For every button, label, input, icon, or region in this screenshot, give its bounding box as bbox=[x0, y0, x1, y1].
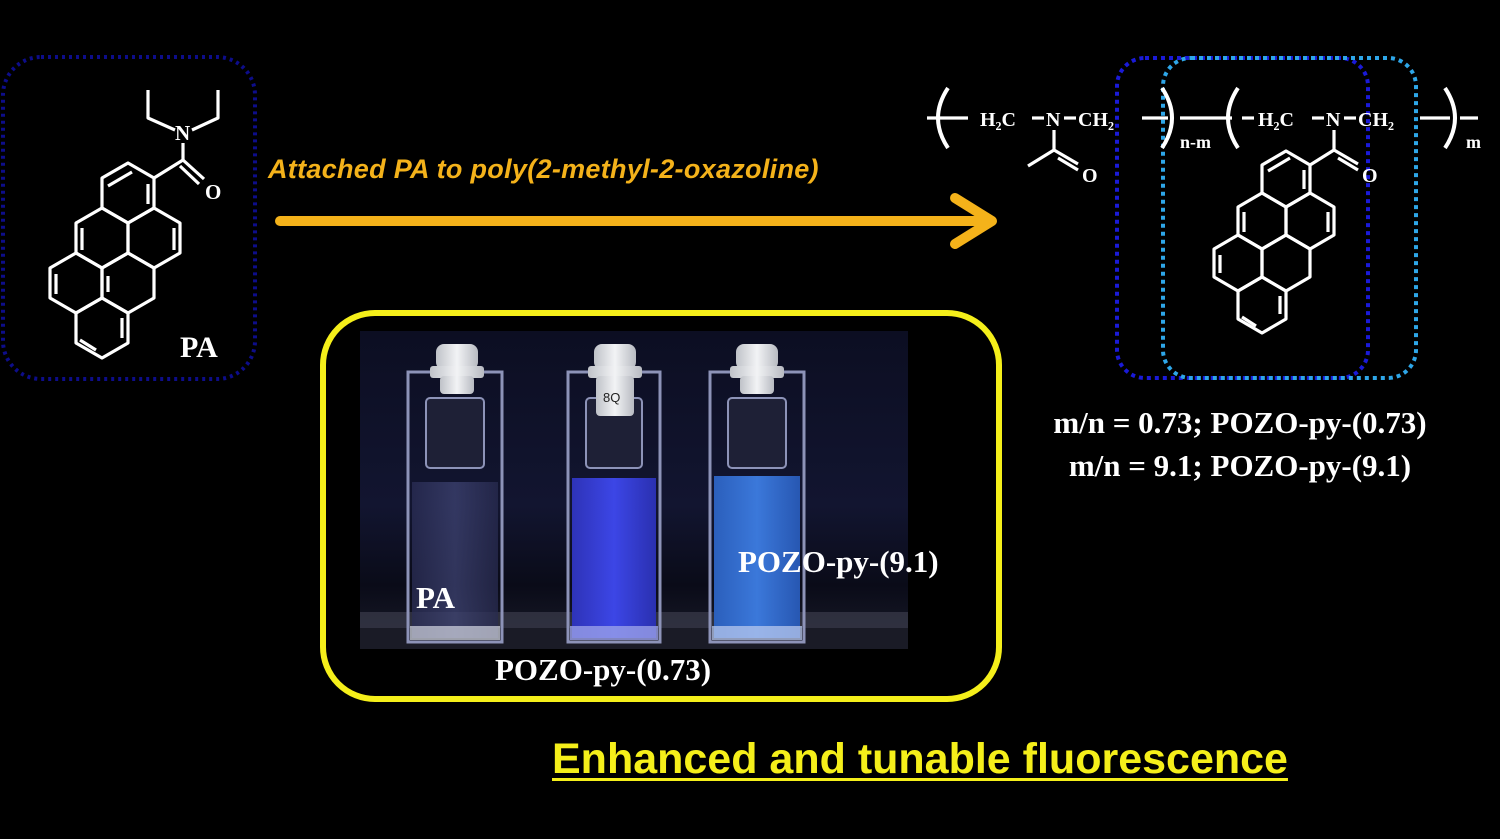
photo-label-pozo-91: POZO-py-(9.1) bbox=[738, 544, 939, 579]
unit1-ch2-left: H₂C bbox=[980, 109, 1016, 131]
polymer-structure bbox=[927, 86, 1478, 335]
photo-label-pa: PA bbox=[416, 580, 456, 615]
polymer-unit-1-labels: H₂C N CH₂ O n-m bbox=[980, 109, 1211, 187]
unit1-n-atom: N bbox=[1046, 109, 1061, 131]
cuvette-photo: 8Q bbox=[360, 331, 908, 649]
polymer-box-inner bbox=[1161, 56, 1418, 380]
cuvette-pa bbox=[406, 344, 504, 644]
ratio-line-1: m/n = 0.73; POZO-py-(0.73) bbox=[1053, 405, 1427, 440]
photo-frame bbox=[320, 310, 1002, 702]
polymer-boxes bbox=[1115, 56, 1418, 380]
unit1-ch2-right: CH₂ bbox=[1078, 109, 1114, 131]
unit2-ch2-left: H₂C bbox=[1258, 109, 1294, 131]
footer-title: Enhanced and tunable fluorescence bbox=[552, 735, 1288, 783]
cuvette-pozo-91 bbox=[708, 344, 806, 644]
unit2-ch2-right: CH₂ bbox=[1358, 109, 1394, 131]
polymer-unit-2-labels: H₂C N CH₂ O m bbox=[1258, 109, 1481, 187]
reaction-arrow-label: Attached PA to poly(2-methyl-2-oxazoline… bbox=[268, 154, 819, 184]
pa-highlight-box bbox=[1, 55, 257, 381]
pa-o-atom: O bbox=[205, 180, 221, 204]
unit2-o-atom: O bbox=[1362, 165, 1378, 187]
pa-structure bbox=[48, 90, 220, 360]
cuvette-pozo-073: 8Q bbox=[566, 344, 662, 644]
reaction-arrow bbox=[275, 193, 997, 249]
cuvette-cap-label: 8Q bbox=[603, 390, 620, 405]
unit2-n-atom: N bbox=[1326, 109, 1341, 131]
photo-label-pozo-073: POZO-py-(0.73) bbox=[495, 652, 712, 687]
unit1-o-atom: O bbox=[1082, 165, 1098, 187]
pa-n-atom: N bbox=[175, 121, 190, 145]
unit2-subscript: m bbox=[1466, 132, 1481, 152]
pa-label: PA bbox=[180, 331, 218, 364]
ratio-line-2: m/n = 9.1; POZO-py-(9.1) bbox=[1068, 448, 1412, 483]
unit1-subscript: n-m bbox=[1180, 132, 1211, 152]
